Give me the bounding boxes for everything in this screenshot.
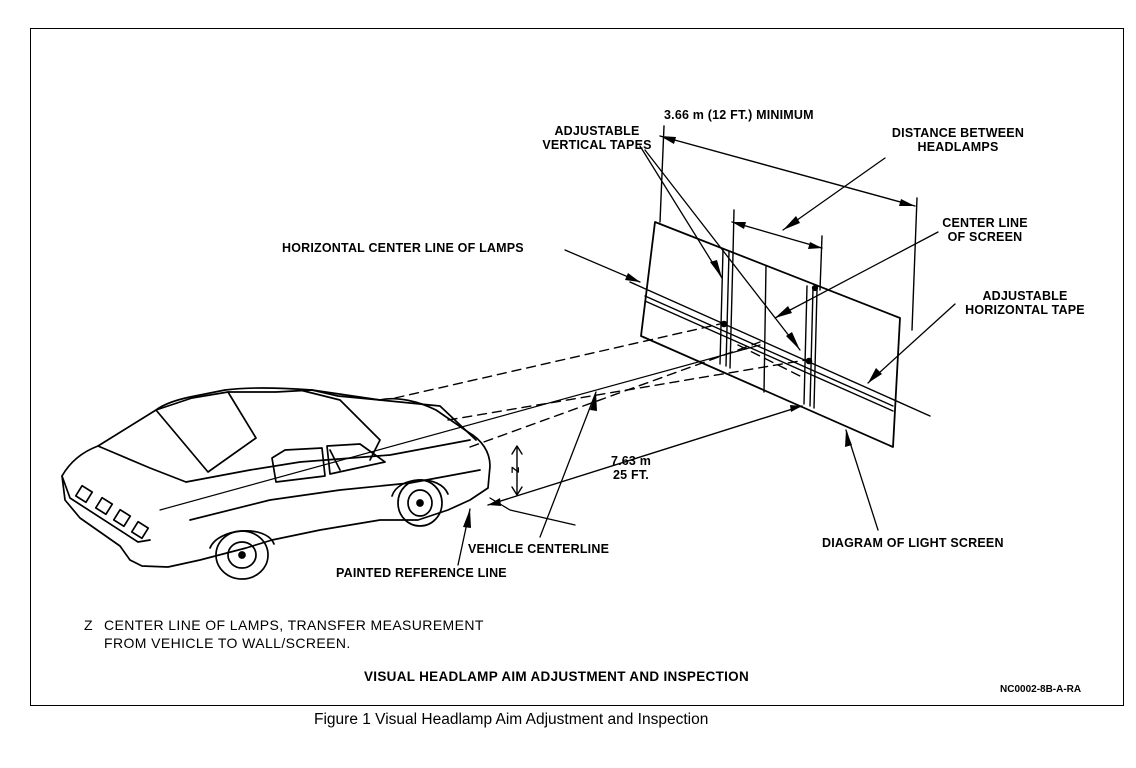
diagram-title: VISUAL HEADLAMP AIM ADJUSTMENT AND INSPE… <box>364 669 750 684</box>
drawing-code: NC0002-8B-A-RA <box>1000 684 1082 695</box>
note-text: CENTER LINE OF LAMPS, TRANSFER MEASUREME… <box>104 617 484 651</box>
light-screen <box>629 221 931 448</box>
label-z-height: Z <box>508 466 521 474</box>
label-distance-between-headlamps: DISTANCE BETWEEN HEADLAMPS <box>891 126 1025 154</box>
label-vehicle-centerline: VEHICLE CENTERLINE <box>468 542 610 556</box>
note-marker: Z <box>84 617 93 633</box>
label-adjustable-horizontal-tape: ADJUSTABLE HORIZONTAL TAPE <box>965 289 1085 317</box>
horizontal-tape <box>629 281 931 417</box>
screen-panel <box>640 221 901 448</box>
vehicle <box>61 387 491 580</box>
label-center-line-of-screen: CENTER LINE OF SCREEN <box>942 216 1028 244</box>
figure-frame <box>30 28 1124 706</box>
label-distance-to-screen: 7.63 m 25 FT. <box>610 454 652 482</box>
vertical-tape-left <box>719 249 724 365</box>
dimension-lines <box>487 125 918 506</box>
figure-caption: Figure 1 Visual Headlamp Aim Adjustment … <box>314 711 709 728</box>
screen-center-line <box>763 265 767 393</box>
leader-lines <box>457 145 956 566</box>
label-min-distance: 3.66 m (12 FT.) MINIMUM <box>664 108 814 122</box>
label-diagram-of-light-screen: DIAGRAM OF LIGHT SCREEN <box>822 536 1004 550</box>
label-painted-reference-line: PAINTED REFERENCE LINE <box>336 566 507 580</box>
label-adjustable-vertical-tapes: ADJUSTABLE VERTICAL TAPES <box>542 124 652 152</box>
label-horizontal-center-line: HORIZONTAL CENTER LINE OF LAMPS <box>282 241 524 255</box>
projection-lines <box>394 323 807 448</box>
vertical-tape-right <box>803 285 808 405</box>
